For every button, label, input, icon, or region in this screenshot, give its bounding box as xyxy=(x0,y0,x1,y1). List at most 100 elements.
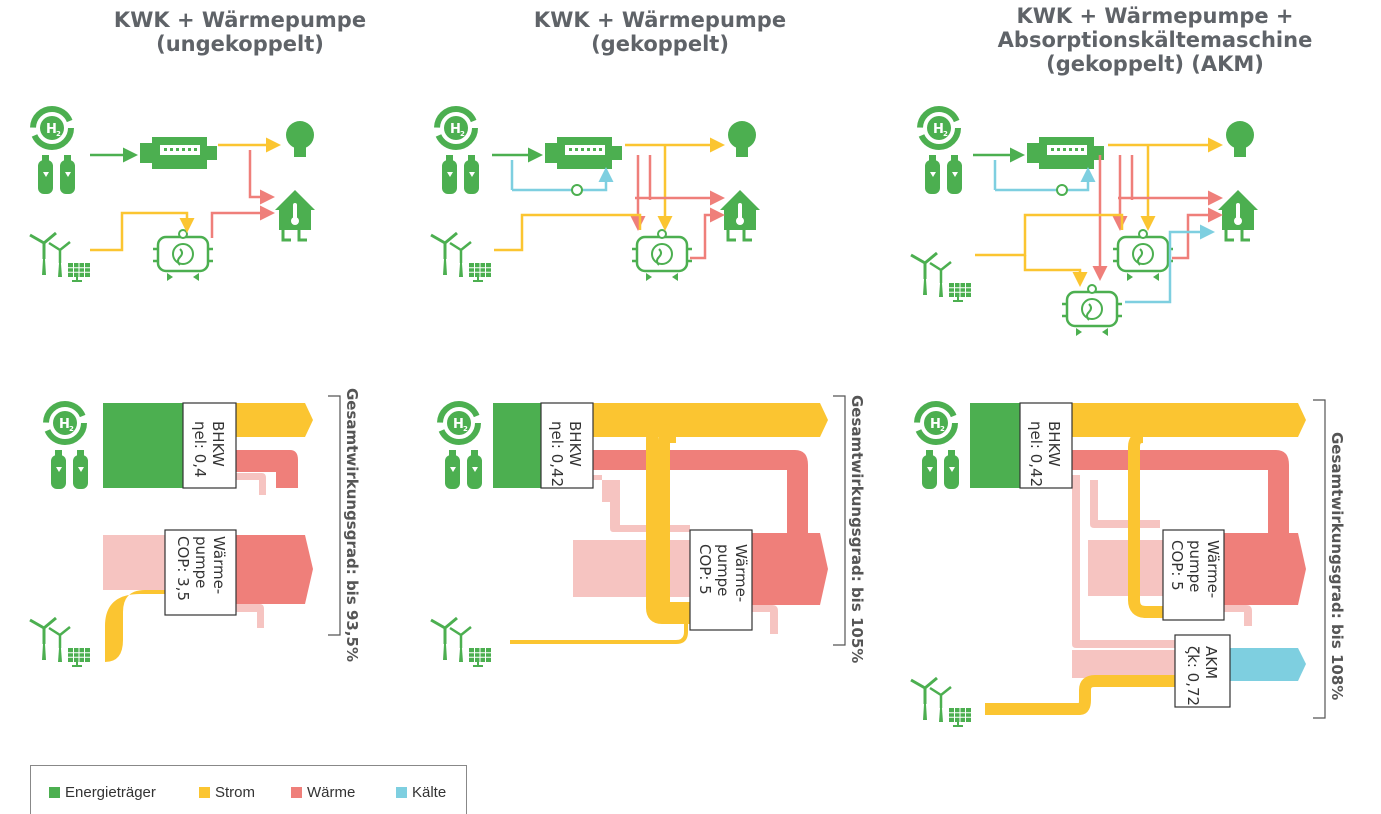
bhkw-label: BHKW xyxy=(209,421,227,467)
schematic-col3 xyxy=(909,109,1260,338)
legend-item-heat: Wärme xyxy=(291,784,355,801)
heat-loss-flow xyxy=(236,473,266,495)
power-flow xyxy=(105,590,165,662)
legend: Energieträger Strom Wärme Kälte xyxy=(30,765,467,814)
h2-icon xyxy=(440,404,478,442)
ambient-heat-flow xyxy=(103,535,165,590)
ambient-heat-flow xyxy=(573,540,690,597)
power-flow xyxy=(1072,403,1306,437)
heat-pump-cop: COP: 5 xyxy=(696,544,714,595)
bhkw-box xyxy=(1019,402,1073,489)
bhkw-box xyxy=(182,402,237,489)
bulb-icon xyxy=(728,121,756,159)
heat-pump-label-2: pumpe xyxy=(714,544,732,596)
total-efficiency: Gesamtwirkungsgrad: bis 108% xyxy=(1328,432,1346,700)
house-icon xyxy=(718,188,762,242)
heat-flow xyxy=(236,450,298,488)
bhkw-label: BHKW xyxy=(566,421,584,467)
heat-pump-label-2: pumpe xyxy=(192,536,210,588)
energy-flow xyxy=(970,403,1020,488)
power-flow xyxy=(1128,431,1163,618)
heat-pump-icon xyxy=(630,228,694,283)
heat-pump-icon xyxy=(1111,228,1175,283)
energy-flow xyxy=(103,403,185,488)
heat-pump-label-1: Wärme- xyxy=(210,536,228,594)
heat-flow xyxy=(236,535,313,604)
energy-flow xyxy=(493,403,541,488)
total-bracket xyxy=(1313,399,1326,719)
heat-pump-label-1: Wärme- xyxy=(1204,540,1222,598)
heat-loss-flow xyxy=(610,480,690,532)
heat-flow xyxy=(1224,533,1306,605)
ambient-heat-flow xyxy=(1072,650,1175,678)
bulb-icon xyxy=(286,121,314,159)
wind-solar-icon xyxy=(28,231,92,283)
gas-tank-icon xyxy=(442,155,479,194)
akm-label: AKM xyxy=(1202,646,1220,679)
title-col1: KWK + Wärmepumpe (ungekoppelt) xyxy=(113,8,367,56)
gas-tank-icon xyxy=(922,450,959,489)
wind-solar-icon xyxy=(909,251,973,303)
h2-icon xyxy=(46,404,84,442)
h2-icon xyxy=(917,404,955,442)
bhkw-label: BHKW xyxy=(1045,421,1063,467)
akm-efficiency: ζk: 0,72 xyxy=(1184,646,1202,706)
power-flow xyxy=(510,615,688,644)
sankey-col2: BHKW ηel: 0,42 Wärme- pumpe COP: 5 Gesam… xyxy=(429,395,866,668)
schematic-col1 xyxy=(28,109,317,283)
heat-loss-flow xyxy=(1224,605,1252,626)
legend-swatch xyxy=(199,787,210,798)
gas-tank-icon xyxy=(445,450,482,489)
schematic-col2 xyxy=(429,109,762,283)
house-icon xyxy=(273,188,317,242)
heat-loss-flow xyxy=(236,604,264,628)
heat-flow xyxy=(593,450,808,533)
heat-loss-flow xyxy=(752,605,778,634)
bulb-icon xyxy=(1226,121,1254,159)
gas-tank-icon xyxy=(925,155,962,194)
total-efficiency: Gesamtwirkungsgrad: bis 93,5% xyxy=(343,388,361,662)
heat-pump-box xyxy=(689,529,753,631)
heat-loss-flow xyxy=(1090,480,1160,528)
chp-engine-icon xyxy=(545,137,622,169)
legend-swatch xyxy=(49,787,60,798)
bhkw-efficiency: ηel: 0,42 xyxy=(1027,421,1045,487)
h2-icon xyxy=(437,109,475,147)
heat-pump-icon xyxy=(151,228,215,283)
legend-item-energy: Energieträger xyxy=(49,784,156,801)
title-col3: KWK + Wärmepumpe + Absorptionskältemasch… xyxy=(997,4,1313,76)
bhkw-efficiency: ηel: 0,4 xyxy=(191,421,209,478)
power-flow xyxy=(985,675,1175,715)
wind-solar-icon xyxy=(429,616,493,668)
absorption-chiller-icon xyxy=(1060,283,1124,338)
wind-solar-icon xyxy=(909,676,973,728)
power-flow xyxy=(593,403,828,437)
legend-item-power: Strom xyxy=(199,784,255,801)
heat-pump-box xyxy=(1162,529,1225,621)
heat-pump-cop: COP: 3,5 xyxy=(174,536,192,601)
heat-pump-cop: COP: 5 xyxy=(1168,540,1186,591)
wind-solar-icon xyxy=(429,231,493,283)
heat-pump-label-2: pumpe xyxy=(1186,540,1204,592)
legend-swatch xyxy=(396,787,407,798)
house-icon xyxy=(1216,188,1260,242)
heat-loss-flow xyxy=(593,475,610,502)
ambient-heat-flow xyxy=(1088,540,1163,596)
power-flow xyxy=(646,424,696,624)
gas-tank-icon xyxy=(51,450,88,489)
h2-icon xyxy=(920,109,958,147)
heat-pump-box xyxy=(164,529,237,616)
gas-tank-icon xyxy=(38,155,75,194)
chp-engine-icon xyxy=(1027,137,1104,169)
cold-flow xyxy=(1230,648,1306,681)
total-efficiency: Gesamtwirkungsgrad: bis 105% xyxy=(848,395,866,663)
legend-item-cold: Kälte xyxy=(396,784,446,801)
total-bracket xyxy=(328,395,341,636)
bhkw-efficiency: ηel: 0,42 xyxy=(548,421,566,487)
heat-pump-label-1: Wärme- xyxy=(732,544,750,602)
power-flow xyxy=(236,403,313,437)
total-bracket xyxy=(833,395,846,646)
bhkw-box xyxy=(540,402,594,489)
h2-icon xyxy=(33,109,71,147)
